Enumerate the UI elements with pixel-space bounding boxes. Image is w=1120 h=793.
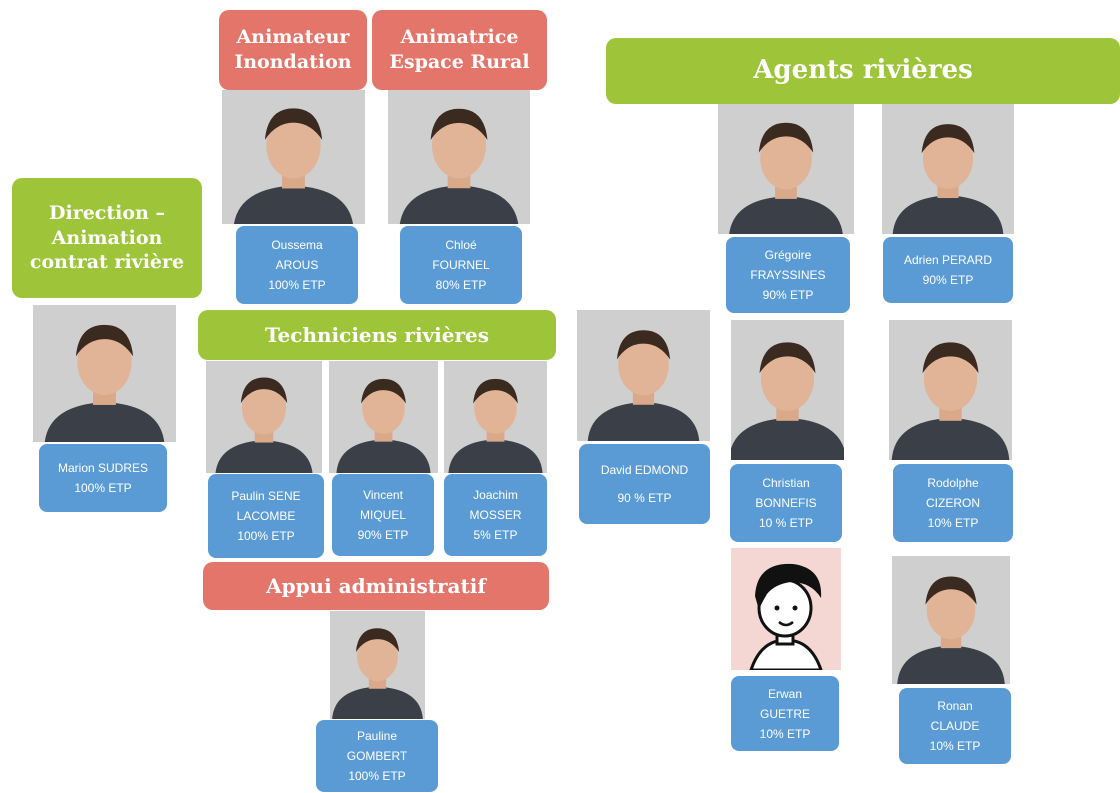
name-last: GOMBERT bbox=[346, 749, 408, 763]
photo-vincent bbox=[329, 361, 438, 473]
card-david: David EDMOND 90 % ETP bbox=[579, 444, 710, 524]
etp: 10% ETP bbox=[927, 516, 979, 530]
card-chloe: Chloé FOURNEL 80% ETP bbox=[400, 226, 522, 304]
avatar-erwan bbox=[731, 548, 841, 670]
photo-christian bbox=[731, 320, 844, 460]
name-first: Joachim bbox=[473, 488, 518, 502]
etp: 10% ETP bbox=[759, 726, 811, 741]
name-first: Vincent bbox=[363, 488, 403, 502]
card-rodolphe: Rodolphe CIZERON 10% ETP bbox=[893, 464, 1013, 542]
photo-pauline bbox=[330, 611, 425, 719]
name-full: Adrien PERARD bbox=[903, 253, 993, 267]
etp: 100% ETP bbox=[348, 769, 406, 783]
etp: 80% ETP bbox=[435, 278, 487, 292]
photo-rodolphe bbox=[889, 320, 1012, 460]
card-gregoire: Grégoire FRAYSSINES 90% ETP bbox=[726, 237, 850, 313]
header-animatrice-espace-rural: Animatrice Espace Rural bbox=[372, 10, 547, 90]
photo-adrien bbox=[882, 104, 1014, 234]
photo-joachim bbox=[444, 361, 547, 473]
header-appui-administratif: Appui administratif bbox=[203, 562, 549, 610]
header-animateur-inondation: Animateur Inondation bbox=[219, 10, 367, 90]
card-erwan: Erwan GUETRE 10% ETP bbox=[731, 676, 839, 751]
name-last: GUETRE bbox=[759, 706, 810, 721]
name-first: Ronan bbox=[937, 699, 973, 713]
header-direction: Direction – Animation contrat rivière bbox=[12, 178, 202, 298]
name-last: FOURNEL bbox=[432, 258, 490, 272]
name-last: LACOMBE bbox=[236, 509, 296, 523]
card-adrien: Adrien PERARD 90% ETP bbox=[883, 237, 1013, 303]
etp: 90% ETP bbox=[922, 273, 974, 287]
etp: 10% ETP bbox=[929, 739, 981, 753]
etp: 100% ETP bbox=[237, 529, 295, 543]
photo-paulin bbox=[206, 361, 322, 473]
name-full: David EDMOND bbox=[600, 463, 689, 477]
card-oussema: Oussema AROUS 100% ETP bbox=[236, 226, 358, 304]
name-full: Marion SUDRES bbox=[57, 461, 149, 475]
photo-chloe bbox=[388, 90, 530, 224]
etp: 5% ETP bbox=[473, 528, 518, 542]
header-agents-rivieres: Agents rivières bbox=[606, 38, 1120, 104]
photo-marion bbox=[33, 305, 176, 442]
card-pauline: Pauline GOMBERT 100% ETP bbox=[316, 720, 438, 792]
card-vincent: Vincent MIQUEL 90% ETP bbox=[332, 474, 434, 556]
name-last: BONNEFIS bbox=[755, 496, 817, 510]
name-first: Erwan bbox=[767, 686, 802, 701]
etp: 90% ETP bbox=[762, 288, 814, 302]
card-christian: Christian BONNEFIS 10 % ETP bbox=[730, 464, 842, 542]
etp: 100% ETP bbox=[74, 481, 132, 495]
name-first: Christian bbox=[762, 476, 810, 490]
name-first: Oussema bbox=[271, 238, 323, 252]
name-last: FRAYSSINES bbox=[750, 268, 826, 282]
card-paulin: Paulin SENE LACOMBE 100% ETP bbox=[208, 474, 324, 558]
name-first: Paulin SENE bbox=[231, 489, 301, 503]
etp: 100% ETP bbox=[268, 278, 326, 292]
photo-gregoire bbox=[718, 104, 854, 234]
name-first: Chloé bbox=[445, 238, 477, 252]
header-techniciens-rivieres: Techniciens rivières bbox=[198, 310, 556, 360]
photo-david bbox=[577, 310, 710, 441]
card-marion: Marion SUDRES 100% ETP bbox=[39, 444, 167, 512]
etp: 90% ETP bbox=[357, 528, 409, 542]
name-last: CLAUDE bbox=[930, 719, 980, 733]
etp: 90 % ETP bbox=[617, 491, 672, 505]
card-joachim: Joachim MOSSER 5% ETP bbox=[444, 474, 547, 556]
etp: 10 % ETP bbox=[758, 516, 814, 530]
name-last: AROUS bbox=[275, 258, 319, 272]
name-first: Grégoire bbox=[764, 248, 812, 262]
card-ronan: Ronan CLAUDE 10% ETP bbox=[899, 688, 1011, 764]
name-last: MOSSER bbox=[469, 508, 522, 522]
name-first: Pauline bbox=[356, 729, 398, 743]
name-last: CIZERON bbox=[926, 496, 980, 510]
name-first: Rodolphe bbox=[927, 476, 979, 490]
photo-ronan bbox=[892, 556, 1010, 684]
name-last: MIQUEL bbox=[359, 508, 406, 522]
photo-oussema bbox=[222, 90, 365, 224]
